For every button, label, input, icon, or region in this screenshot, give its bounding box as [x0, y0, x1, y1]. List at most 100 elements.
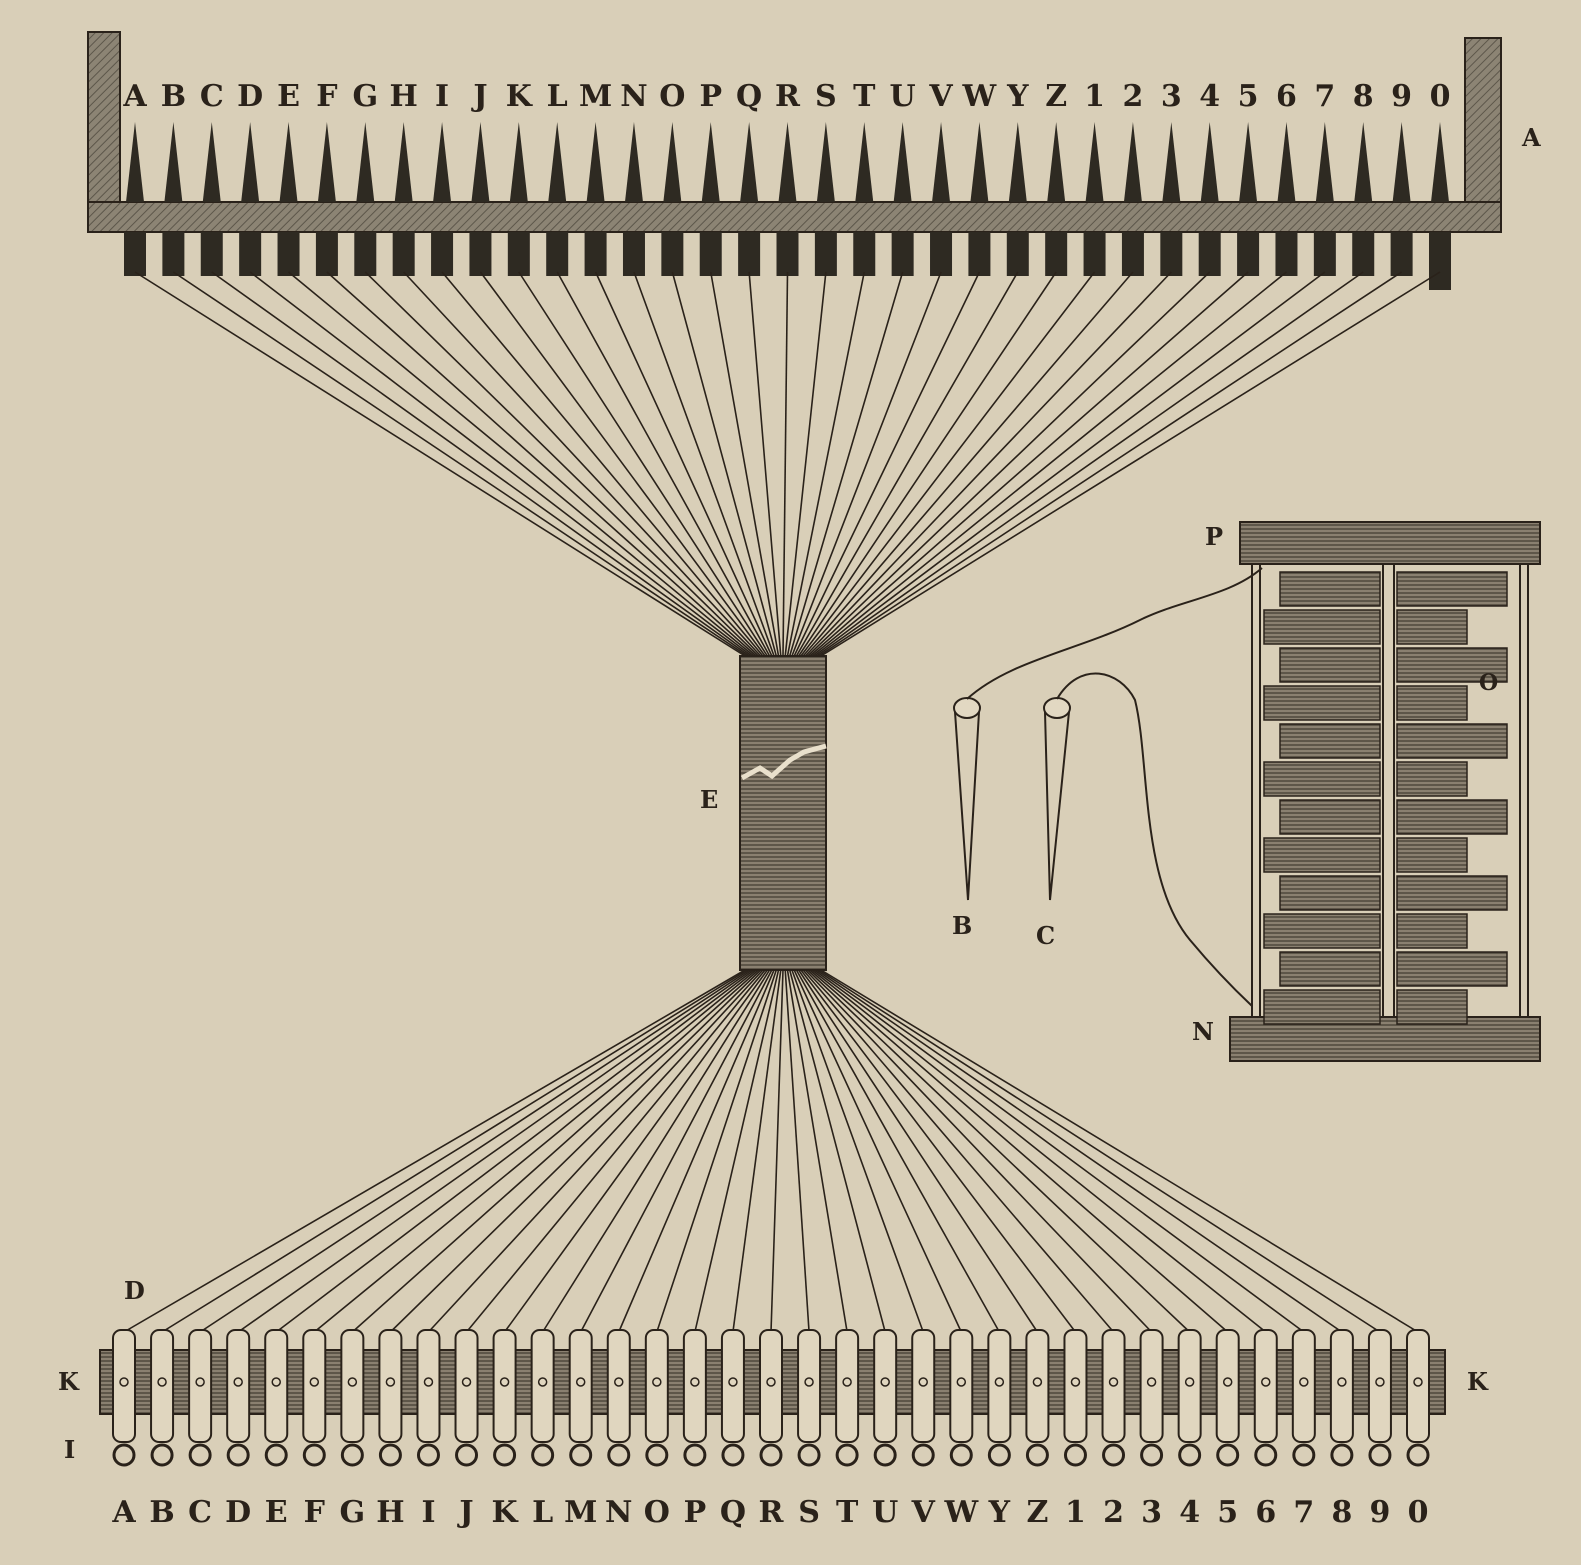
- top-letter-P: P: [699, 79, 722, 114]
- comb-terminal: [1045, 232, 1068, 276]
- wire: [364, 271, 759, 657]
- key-pin: [1146, 1377, 1157, 1387]
- key-contact: [987, 1443, 1011, 1467]
- bottom-letter-8: 8: [1331, 1495, 1352, 1530]
- comb-tooth: [740, 122, 759, 202]
- top-letter-5: 5: [1238, 79, 1259, 114]
- wire: [479, 271, 766, 657]
- bottom-letter-C: C: [188, 1495, 212, 1530]
- label-k-right: K: [1467, 1367, 1489, 1396]
- wire: [161, 969, 748, 1333]
- wire: [793, 271, 981, 657]
- key-pin: [119, 1377, 129, 1387]
- comb-tooth: [126, 122, 144, 202]
- key-contact: [1063, 1443, 1087, 1467]
- comb-tooth: [241, 122, 260, 202]
- plate: [1396, 761, 1468, 797]
- key-pin: [347, 1377, 358, 1387]
- comb-tooth: [1392, 122, 1411, 202]
- bottom-letter-Z: Z: [1026, 1495, 1048, 1530]
- wire: [795, 271, 1019, 657]
- wire: [441, 271, 764, 657]
- comb-terminal: [1429, 232, 1451, 290]
- plate: [1263, 761, 1381, 797]
- plate: [1396, 913, 1468, 949]
- bottom-letter-S: S: [798, 1495, 820, 1530]
- wire: [656, 969, 778, 1333]
- label-k-left: K: [58, 1367, 80, 1396]
- bottom-letter-4: 4: [1179, 1495, 1200, 1530]
- top-letter-K: K: [506, 79, 533, 114]
- wire: [791, 271, 942, 657]
- key-contact: [721, 1443, 745, 1467]
- key-contact: [759, 1443, 783, 1467]
- plate: [1279, 951, 1381, 987]
- wire: [618, 969, 775, 1333]
- wire: [389, 969, 762, 1333]
- comb-tooth: [1277, 122, 1296, 202]
- wire: [804, 271, 1172, 657]
- bottom-letter-A: A: [111, 1495, 136, 1530]
- bottom-letter-T: T: [836, 1495, 859, 1530]
- key-contact: [264, 1443, 288, 1467]
- top-letter-8: 8: [1353, 79, 1374, 114]
- top-letter-V: V: [928, 79, 953, 114]
- probe-c: [1043, 697, 1071, 901]
- key-pin: [461, 1377, 472, 1387]
- wire: [249, 271, 753, 657]
- plate: [1263, 609, 1381, 645]
- key-pin: [614, 1377, 624, 1387]
- bottom-letter-W: W: [943, 1495, 979, 1530]
- plate: [1396, 989, 1468, 1025]
- top-letter-2: 2: [1123, 79, 1144, 114]
- wire: [134, 271, 746, 657]
- comb-tooth: [1162, 122, 1181, 202]
- comb-tooth: [1431, 122, 1449, 202]
- wire: [633, 271, 775, 657]
- top-letter-S: S: [815, 79, 837, 114]
- wire: [709, 271, 780, 657]
- key-contact: [1216, 1443, 1240, 1467]
- probe-b: [953, 697, 981, 901]
- key-contact: [683, 1443, 707, 1467]
- wire: [518, 271, 769, 657]
- wire: [427, 969, 764, 1333]
- wire: [694, 969, 780, 1333]
- wire: [802, 271, 1134, 657]
- key-pin: [994, 1377, 1005, 1387]
- plate: [1263, 989, 1381, 1025]
- top-letter-W: W: [962, 79, 998, 114]
- comb-tooth: [394, 122, 413, 202]
- comb-terminal: [162, 232, 185, 276]
- wire: [809, 271, 1249, 657]
- key-pin: [766, 1377, 776, 1387]
- wire: [732, 969, 782, 1333]
- key-contact: [873, 1443, 897, 1467]
- bottom-letter-1: 1: [1065, 1495, 1086, 1530]
- bottom-letter-R: R: [759, 1495, 785, 1530]
- key-pin: [499, 1377, 510, 1387]
- bottom-letter-K: K: [492, 1495, 519, 1530]
- key-contact: [378, 1443, 402, 1467]
- key-pin: [652, 1377, 662, 1387]
- bottom-letter-N: N: [605, 1495, 632, 1530]
- bottom-letter-H: H: [376, 1495, 404, 1530]
- battery-plates: [1263, 571, 1508, 1025]
- key-pin: [842, 1377, 852, 1387]
- top-letter-R: R: [775, 79, 801, 114]
- top-letter-7: 7: [1314, 79, 1335, 114]
- key-contact: [1102, 1443, 1126, 1467]
- key-contact: [493, 1443, 517, 1467]
- key-pin: [1375, 1377, 1385, 1387]
- plate: [1396, 951, 1508, 987]
- wire: [795, 969, 1001, 1333]
- comb-terminal: [891, 232, 914, 276]
- comb-tooth: [471, 122, 490, 202]
- wire: [465, 969, 766, 1333]
- key-pin: [956, 1377, 967, 1387]
- plate: [1263, 913, 1381, 949]
- wire: [275, 969, 755, 1333]
- key-pin: [575, 1377, 586, 1387]
- bottom-letter-I: I: [421, 1495, 435, 1530]
